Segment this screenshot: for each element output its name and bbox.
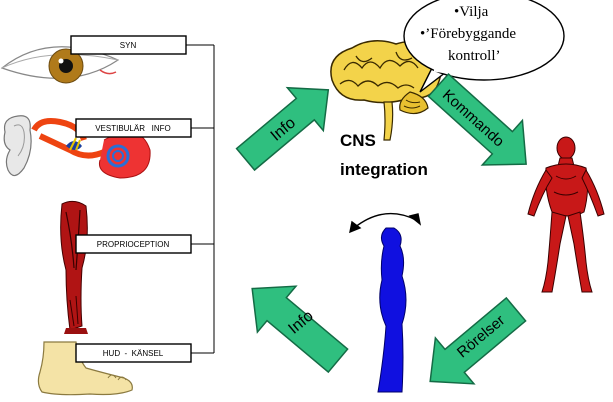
thought-line-forebyggande: •’Förebyggande <box>420 26 516 42</box>
sensor-box-hud: HUD - KÄNSEL <box>75 343 192 363</box>
sway-arc-arrow <box>349 212 422 234</box>
rorelser-arrow <box>429 296 527 385</box>
sensor-box-proprioception: PROPRIOCEPTION <box>75 234 192 254</box>
blue-body-illustration <box>377 227 407 393</box>
sensor-box-vestibular: VESTIBULÄR INFO <box>75 118 192 138</box>
thought-line-kontroll: kontroll’ <box>448 48 501 64</box>
info-arrow-bottom <box>251 285 349 374</box>
sensor-label-syn: SYN <box>120 41 137 50</box>
muscle-figure-illustration <box>527 136 605 293</box>
sensor-label-vestibular: VESTIBULÄR INFO <box>95 124 171 133</box>
info-arrow-top: Info <box>235 86 330 172</box>
thought-line-vilja: •Vilja <box>454 4 489 20</box>
sensor-label-proprioception: PROPRIOCEPTION <box>97 240 170 249</box>
cns-integration-label: integration <box>340 160 428 179</box>
sensor-box-syn: SYN <box>70 35 187 55</box>
cns-label: CNS <box>340 131 376 150</box>
ear-illustration <box>3 115 151 179</box>
sensor-label-hud: HUD - KÄNSEL <box>103 349 164 358</box>
foot-illustration <box>37 341 133 396</box>
leg-illustration <box>60 200 88 334</box>
thought-bubble: •Vilja •’Förebyggande kontroll’ <box>403 0 565 93</box>
sensor-connector-lines <box>186 44 215 354</box>
